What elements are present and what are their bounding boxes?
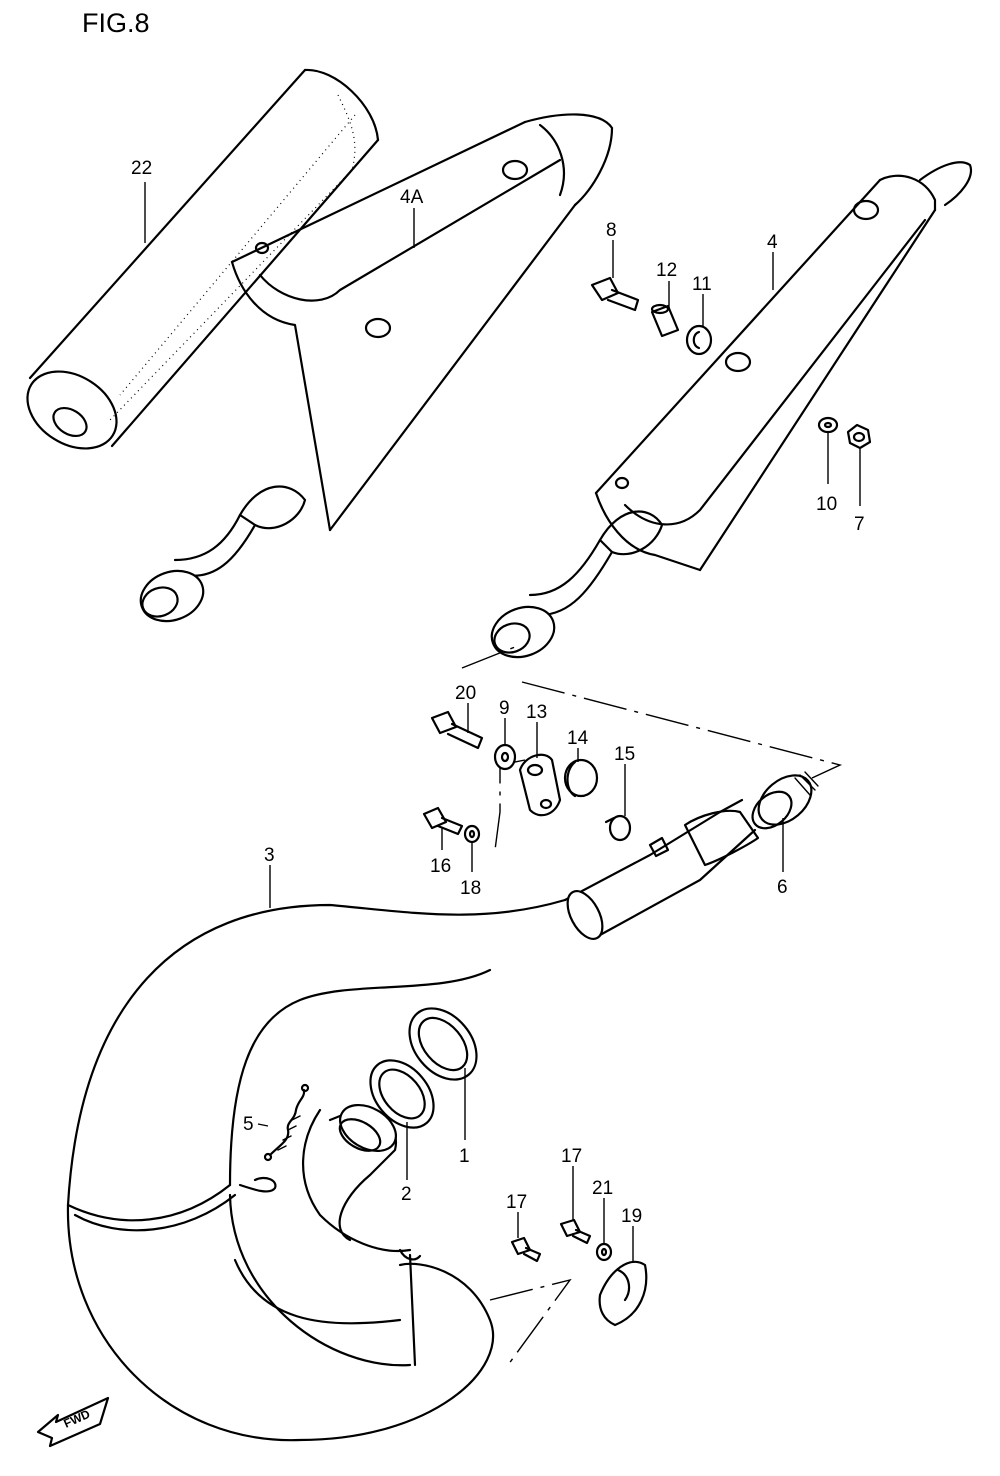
part-11-grommet: [685, 324, 713, 356]
label-16: 16: [430, 856, 451, 877]
leader-lines: [144, 182, 861, 1262]
fwd-arrow-icon: FWD: [36, 1396, 110, 1448]
part-5-spring: [263, 1083, 310, 1162]
label-21: 21: [592, 1178, 613, 1199]
part-17-bolt: [510, 1236, 542, 1263]
label-18: 18: [460, 878, 481, 899]
label-2: 2: [401, 1184, 412, 1205]
label-19: 19: [621, 1206, 642, 1227]
label-3: 3: [264, 845, 275, 866]
label-9: 9: [499, 698, 510, 719]
part-20-bolt: [430, 710, 484, 750]
part-4-silencer: [490, 161, 973, 659]
label-15: 15: [614, 744, 635, 765]
part-19-cover: [598, 1260, 648, 1327]
label-4: 4: [767, 232, 778, 253]
part-1-gasket: [408, 1007, 478, 1081]
part-7-nut: [846, 423, 872, 450]
part-6-joint: [751, 771, 819, 830]
part-22-sleeve: [26, 68, 380, 450]
label-6: 6: [777, 877, 788, 898]
label-13: 13: [526, 702, 547, 723]
part-9-washer: [493, 743, 517, 771]
label-14: 14: [567, 728, 589, 749]
label-4A: 4A: [400, 187, 424, 208]
part-10-washer: [817, 416, 839, 434]
connector-line: [489, 1278, 572, 1366]
label-17-upper: 17: [561, 1146, 582, 1167]
part-17-bolt: [559, 1218, 592, 1245]
figure-title: FIG.8: [82, 8, 150, 38]
label-8: 8: [606, 220, 617, 241]
spring-hook: [398, 1248, 422, 1261]
label-7: 7: [854, 514, 865, 535]
part-14-grommet: [563, 758, 599, 798]
part-labels: 22 4A 8 12 11 4 10 7 20 9 13 14 15 16 18…: [131, 158, 865, 1227]
label-12: 12: [656, 260, 677, 281]
part-16-bolt: [422, 806, 464, 836]
label-17-lower: 17: [506, 1192, 527, 1213]
label-10: 10: [816, 494, 837, 515]
connector-line: [461, 644, 521, 669]
part-15-collar: [604, 814, 632, 842]
label-1: 1: [459, 1146, 470, 1167]
part-13-bracket: [518, 753, 562, 817]
part-21-washer: [595, 1242, 613, 1262]
part-12-collar: [650, 303, 680, 338]
clip: [238, 1176, 277, 1193]
connector-line: [521, 681, 843, 779]
label-22: 22: [131, 158, 152, 179]
part-8-bolt: [590, 276, 640, 312]
part-4A-silencer: [139, 113, 614, 623]
part-18-washer: [463, 824, 481, 844]
part-3-exhaust-pipe: [66, 798, 760, 1442]
label-20: 20: [455, 683, 476, 704]
label-11: 11: [692, 274, 712, 295]
label-5: 5: [243, 1114, 254, 1135]
part-2-gasket: [369, 1059, 435, 1129]
